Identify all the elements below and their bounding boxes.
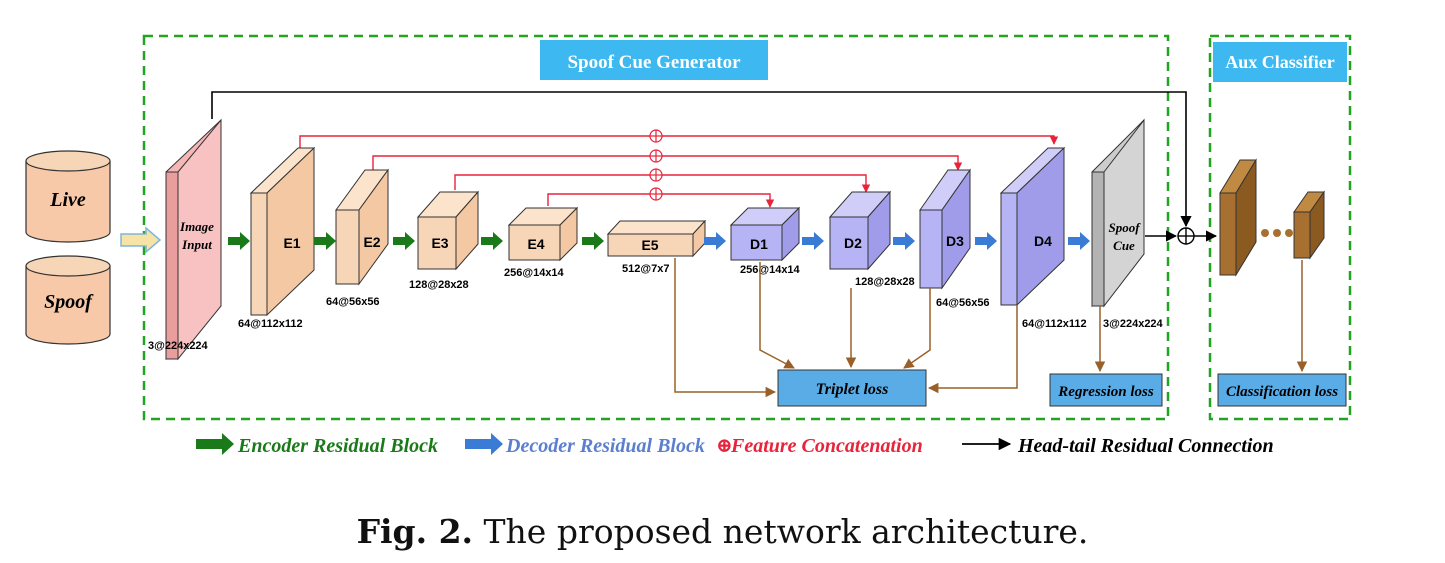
encoder-arrow-3 bbox=[393, 232, 415, 250]
block-image-input: Image Input 3@224x224 bbox=[148, 118, 222, 361]
block-e3-dims: 128@28x28 bbox=[409, 279, 469, 291]
legend-residual-label: Head-tail Residual Connection bbox=[1017, 435, 1274, 457]
block-e5-dims: 512@7x7 bbox=[622, 263, 669, 275]
block-d4-dims: 64@112x112 bbox=[1022, 318, 1087, 330]
legend-concat-label: Feature Concatenation bbox=[730, 435, 923, 457]
skip-e1-d4 bbox=[299, 135, 1059, 148]
block-d1-dims: 256@14x14 bbox=[740, 264, 801, 276]
block-e4-label: E4 bbox=[527, 236, 544, 252]
concat-symbol-4 bbox=[649, 187, 663, 201]
classification-loss-box bbox=[1217, 373, 1347, 407]
block-input-label-1: Image bbox=[179, 219, 214, 234]
classification-loss-label: Classification loss bbox=[1226, 384, 1338, 400]
triplet-loss-label: Triplet loss bbox=[816, 381, 889, 398]
encoder-arrows bbox=[228, 232, 604, 250]
generator-title-box bbox=[540, 40, 768, 80]
generator-title: Spoof Cue Generator bbox=[567, 52, 741, 73]
legend-decoder-label: Decoder Residual Block bbox=[505, 435, 705, 457]
decoder-arrows bbox=[704, 232, 1090, 250]
block-d4-label: D4 bbox=[1034, 233, 1052, 249]
block-cue-dims: 3@224x224 bbox=[1103, 318, 1164, 330]
head-tail-connection bbox=[211, 91, 1192, 228]
regression-loss-box bbox=[1049, 373, 1163, 407]
caption-text: The proposed network architecture. bbox=[473, 512, 1089, 551]
d4-to-triplet bbox=[927, 305, 1018, 394]
decoder-arrow-3 bbox=[893, 232, 915, 250]
block-e1-dims: 64@112x112 bbox=[238, 318, 303, 330]
decoder-arrow-5 bbox=[1068, 232, 1090, 250]
block-e3-label: E3 bbox=[431, 235, 448, 251]
encoder-arrow-1 bbox=[228, 232, 250, 250]
live-cylinder: Live bbox=[25, 150, 111, 243]
block-d1-label: D1 bbox=[750, 236, 768, 252]
legend-concat-symbol: ⊕ bbox=[716, 435, 733, 457]
aux-ellipsis bbox=[1261, 229, 1293, 237]
block-e4: E4 256@14x14 bbox=[504, 206, 579, 279]
concat-symbols bbox=[649, 129, 663, 201]
block-d2-dims: 128@28x28 bbox=[855, 276, 915, 288]
aux-classifier-frame bbox=[1208, 34, 1352, 421]
d3-to-triplet bbox=[903, 288, 931, 369]
concat-symbol-3 bbox=[649, 168, 663, 182]
encoder-arrow-5 bbox=[582, 232, 604, 250]
triplet-loss-box bbox=[777, 369, 927, 407]
concat-symbol-1 bbox=[649, 129, 663, 143]
skip-e2-d3 bbox=[372, 155, 963, 171]
generator-frame bbox=[142, 34, 1170, 421]
decoder-arrow-4 bbox=[975, 232, 997, 250]
loss-connections bbox=[674, 258, 1308, 398]
concat-symbol-2 bbox=[649, 149, 663, 163]
encoder-arrow-2 bbox=[314, 232, 336, 250]
block-input-dims: 3@224x224 bbox=[148, 340, 209, 352]
block-e5: E5 512@7x7 bbox=[606, 219, 707, 275]
block-input-label-2: Input bbox=[181, 237, 212, 252]
block-e5-label: E5 bbox=[641, 237, 658, 253]
live-label: Live bbox=[49, 189, 86, 211]
block-e1-label: E1 bbox=[283, 235, 300, 251]
aux-block-1 bbox=[1219, 158, 1257, 277]
encoder-arrow-4 bbox=[481, 232, 503, 250]
d1-to-triplet bbox=[759, 262, 795, 369]
legend: Encoder Residual Block Decoder Residual … bbox=[196, 433, 1274, 457]
legend-decoder-arrow bbox=[465, 433, 503, 455]
block-spoof-cue: Spoof Cue 3@224x224 bbox=[1091, 118, 1164, 330]
block-e1: E1 64@112x112 bbox=[238, 146, 316, 330]
block-cue-label-2: Cue bbox=[1113, 238, 1135, 253]
input-arrow bbox=[120, 226, 162, 254]
block-cue-label-1: Spoof bbox=[1108, 220, 1141, 235]
decoder-arrow-1 bbox=[704, 232, 726, 250]
aux-title-box bbox=[1213, 42, 1347, 82]
spoof-cylinder: Spoof bbox=[25, 255, 111, 345]
figure-caption: Fig. 2. The proposed network architectur… bbox=[0, 512, 1445, 551]
block-d4: D4 64@112x112 bbox=[999, 146, 1087, 330]
spoof-label: Spoof bbox=[44, 291, 94, 313]
legend-encoder-arrow bbox=[196, 433, 234, 455]
block-e2-dims: 64@56x56 bbox=[326, 296, 380, 308]
block-d1: D1 256@14x14 bbox=[729, 206, 801, 276]
decoder-arrow-2 bbox=[802, 232, 824, 250]
e5-to-triplet bbox=[674, 258, 777, 398]
block-e4-dims: 256@14x14 bbox=[504, 267, 565, 279]
block-e2: E2 64@56x56 bbox=[326, 168, 389, 308]
block-d3-label: D3 bbox=[946, 233, 964, 249]
block-d2-label: D2 bbox=[844, 235, 862, 251]
block-d3: D3 64@56x56 bbox=[919, 168, 990, 309]
block-d2: D2 128@28x28 bbox=[828, 190, 915, 288]
block-d3-dims: 64@56x56 bbox=[936, 297, 990, 309]
caption-label: Fig. 2. bbox=[356, 512, 474, 551]
regression-loss-label: Regression loss bbox=[1057, 384, 1154, 400]
block-e2-label: E2 bbox=[363, 234, 380, 250]
residual-sum-symbol bbox=[1177, 227, 1195, 245]
legend-encoder-label: Encoder Residual Block bbox=[237, 435, 438, 457]
aux-title: Aux Classifier bbox=[1225, 52, 1335, 72]
block-e3: E3 128@28x28 bbox=[409, 190, 480, 291]
aux-block-2 bbox=[1293, 190, 1325, 260]
